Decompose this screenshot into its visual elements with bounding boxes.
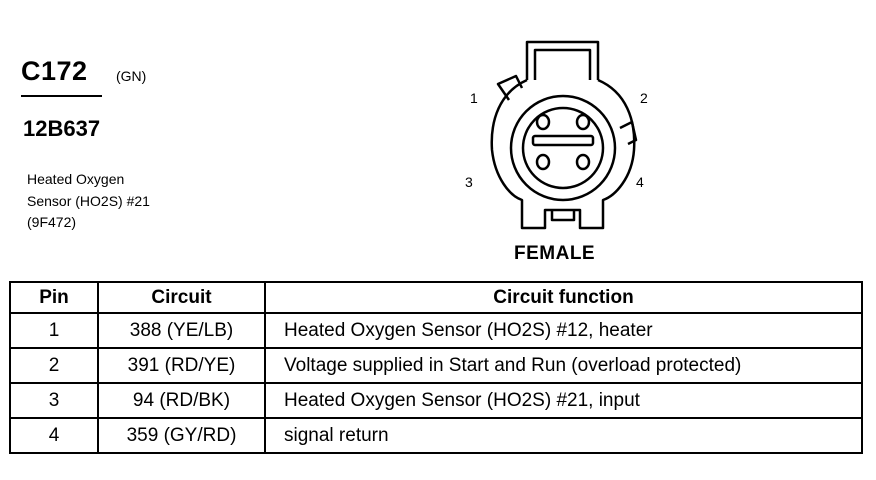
circuit-function-cell: Heated Oxygen Sensor (HO2S) #21, input (264, 382, 863, 419)
pin-cell: 4 (9, 417, 99, 454)
connector-face-drawing (490, 40, 638, 230)
terminal-1 (535, 113, 551, 131)
pin-table: Pin Circuit Circuit function 1 388 (YE/L… (9, 281, 863, 454)
connector-id-underline (21, 95, 102, 97)
connector-gender-label: FEMALE (514, 243, 596, 264)
pin-label-2: 2 (640, 90, 648, 106)
terminal-3 (535, 153, 551, 171)
header-pin: Pin (9, 281, 99, 314)
pin-label-1: 1 (470, 90, 478, 106)
header-circuit: Circuit (97, 281, 266, 314)
header-circuit-function: Circuit function (264, 281, 863, 314)
table-header-row: Pin Circuit Circuit function (9, 281, 863, 314)
circuit-function-cell: signal return (264, 417, 863, 454)
table-row: 3 94 (RD/BK) Heated Oxygen Sensor (HO2S)… (9, 382, 863, 419)
pin-cell: 2 (9, 347, 99, 384)
description-line-2: Sensor (HO2S) #21 (27, 193, 150, 209)
circuit-cell: 359 (GY/RD) (97, 417, 266, 454)
table-row: 2 391 (RD/YE) Voltage supplied in Start … (9, 347, 863, 384)
circuit-function-cell: Heated Oxygen Sensor (HO2S) #12, heater (264, 312, 863, 349)
terminal-2 (575, 113, 591, 131)
polarizing-bar (531, 134, 595, 147)
description-line-3: (9F472) (27, 214, 77, 230)
pin-cell: 1 (9, 312, 99, 349)
pin-label-3: 3 (465, 174, 473, 190)
table-row: 1 388 (YE/LB) Heated Oxygen Sensor (HO2S… (9, 312, 863, 349)
circuit-cell: 94 (RD/BK) (97, 382, 266, 419)
connector-color-code: (GN) (116, 68, 147, 84)
pin-label-4: 4 (636, 174, 644, 190)
description-line-1: Heated Oxygen (27, 171, 125, 187)
terminal-4 (575, 153, 591, 171)
table-row: 4 359 (GY/RD) signal return (9, 417, 863, 454)
circuit-cell: 388 (YE/LB) (97, 312, 266, 349)
part-number: 12B637 (23, 116, 101, 141)
pin-cell: 3 (9, 382, 99, 419)
circuit-cell: 391 (RD/YE) (97, 347, 266, 384)
connector-id: C172 (21, 56, 88, 86)
circuit-function-cell: Voltage supplied in Start and Run (overl… (264, 347, 863, 384)
